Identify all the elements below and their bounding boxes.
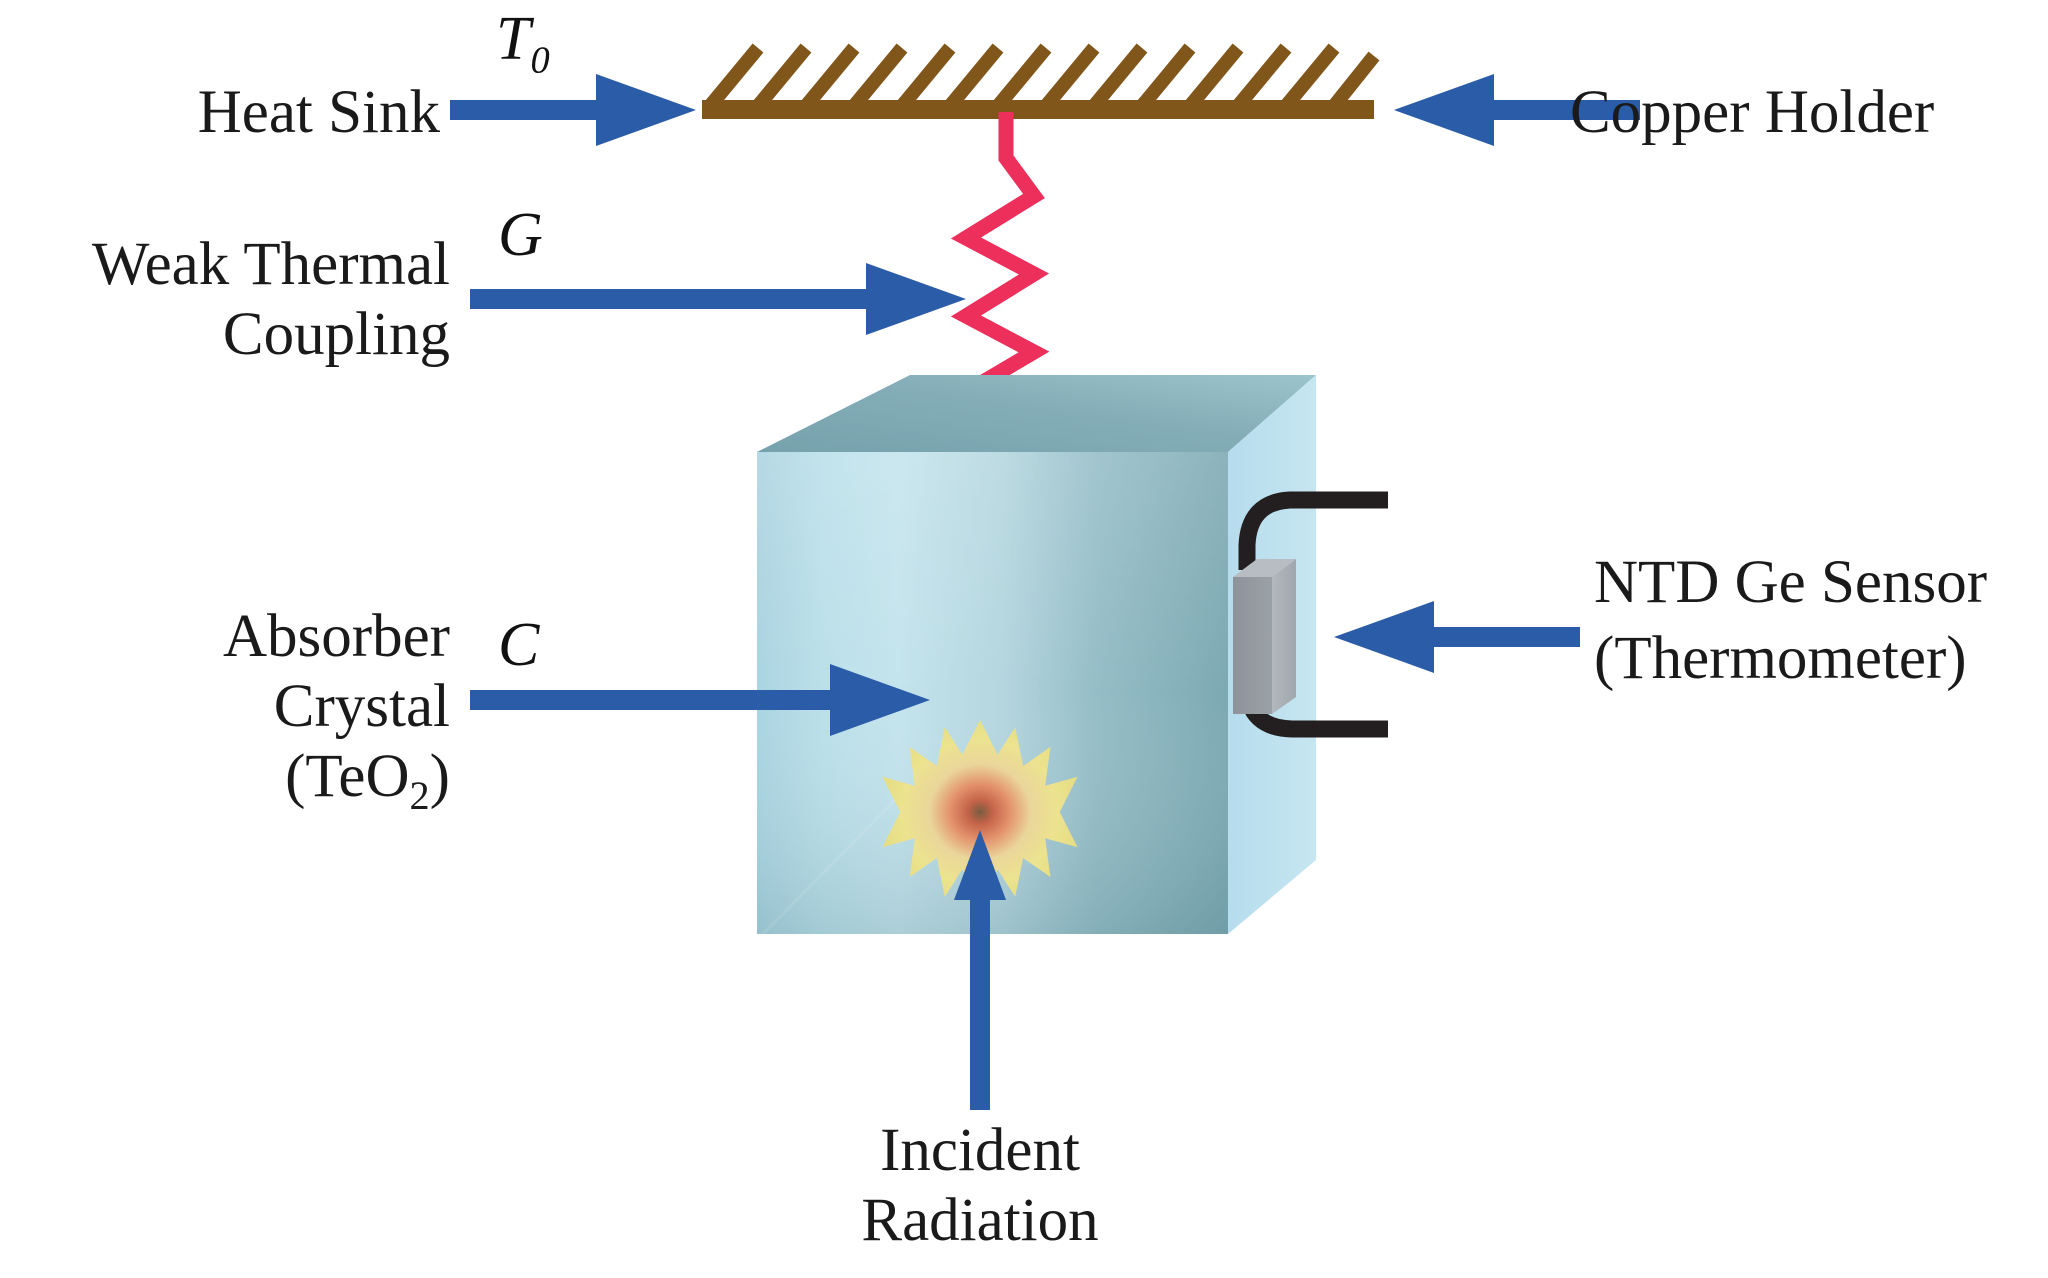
conductance-symbol: G	[498, 201, 543, 269]
absorber-arrow	[470, 664, 930, 736]
incident-radiation-arrow	[954, 830, 1006, 1110]
weak-thermal-label-line1: Weak Thermal	[91, 231, 450, 298]
ntd-ge-sensor	[1233, 491, 1388, 738]
weak-thermal-label-line2: Coupling	[222, 301, 450, 368]
heat-sink-arrow	[450, 74, 696, 146]
copper-holder-arrow	[1394, 74, 1640, 146]
ntd-sensor-arrow	[1334, 601, 1580, 673]
copper-holder-label: Copper Holder	[1570, 79, 1935, 146]
absorber-label-line3: (TeO2)	[285, 743, 450, 819]
absorber-label-line2: Crystal	[273, 673, 450, 740]
incident-radiation-label-line2: Radiation	[861, 1187, 1099, 1254]
absorber-crystal-cube	[757, 375, 1316, 934]
temperature-symbol: T0	[496, 5, 550, 82]
heat-sink-label: Heat Sink	[197, 79, 440, 146]
ntd-sensor-label-line1: NTD Ge Sensor	[1594, 549, 1988, 616]
absorber-label-line1: Absorber	[223, 603, 450, 670]
arrows-group	[450, 74, 1640, 1110]
incident-event-starburst	[882, 720, 1078, 904]
ntd-sensor-label-line2: (Thermometer)	[1594, 625, 1967, 692]
copper-holder-graphic	[702, 43, 1380, 119]
incident-radiation-label-line1: Incident	[880, 1117, 1080, 1184]
weak-coupling-arrow	[470, 263, 966, 335]
heat-capacity-symbol: C	[498, 611, 540, 679]
